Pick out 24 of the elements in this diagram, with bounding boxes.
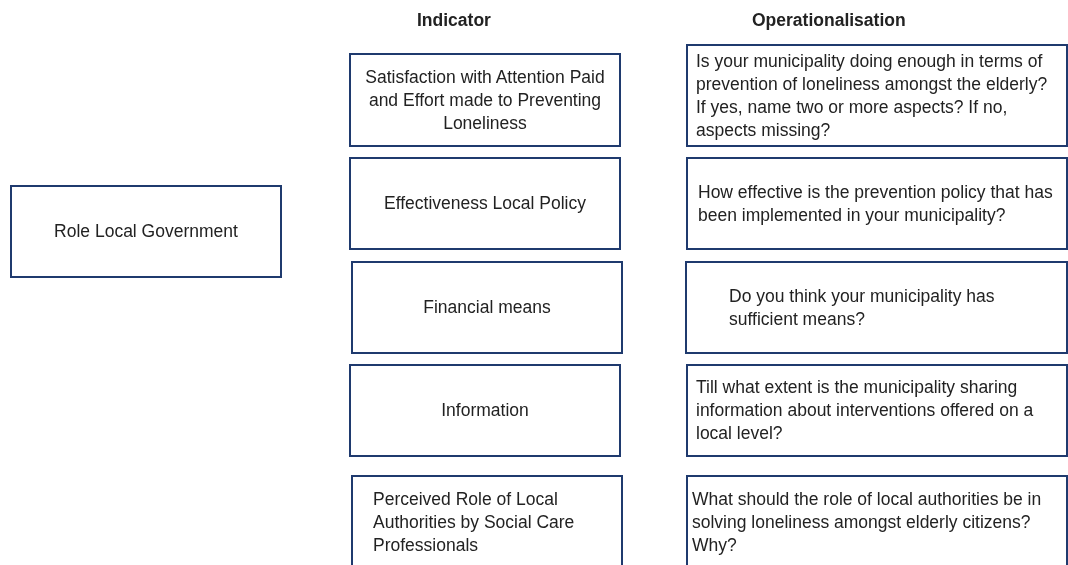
node-label: Satisfaction with Attention Paid and Effort made to Preventing Loneliness [364,65,606,135]
question-text: Do you think your municipality has sufficient means? [729,284,996,331]
question-box [686,44,1068,147]
question-text: Is your municipality doing enough in terms of prevention of loneliness amongst the elderly? If yes, name two or more aspects? If no, aspects missing? [696,49,1049,142]
indicator-box [351,261,623,354]
question-box [685,261,1068,354]
node-label: Information [441,399,529,422]
concept-box [10,185,282,278]
question-text: What should the role of local authorities be in solving loneliness amongst elderly citizens? Why? [692,488,1043,557]
node-label: Financial means [423,296,551,319]
node-label: Role Local Government [54,220,238,243]
column-header: Indicator [417,10,491,31]
node-label: Effectiveness Local Policy [384,192,586,215]
question-text: Till what extent is the municipality sharing information about interventions offered on a local level? [696,376,1035,445]
indicator-box [349,53,621,147]
question-text: How effective is the prevention policy that has been implemented in your municipality? [698,180,1054,227]
question-box [686,364,1068,457]
column-header: Operationalisation [752,10,906,31]
question-box [686,157,1068,250]
indicator-box [349,157,621,250]
node-label: Perceived Role of Local Authorities by Social Care Professionals [373,488,576,557]
indicator-box [351,475,623,565]
indicator-box [349,364,621,457]
question-box [686,475,1068,565]
